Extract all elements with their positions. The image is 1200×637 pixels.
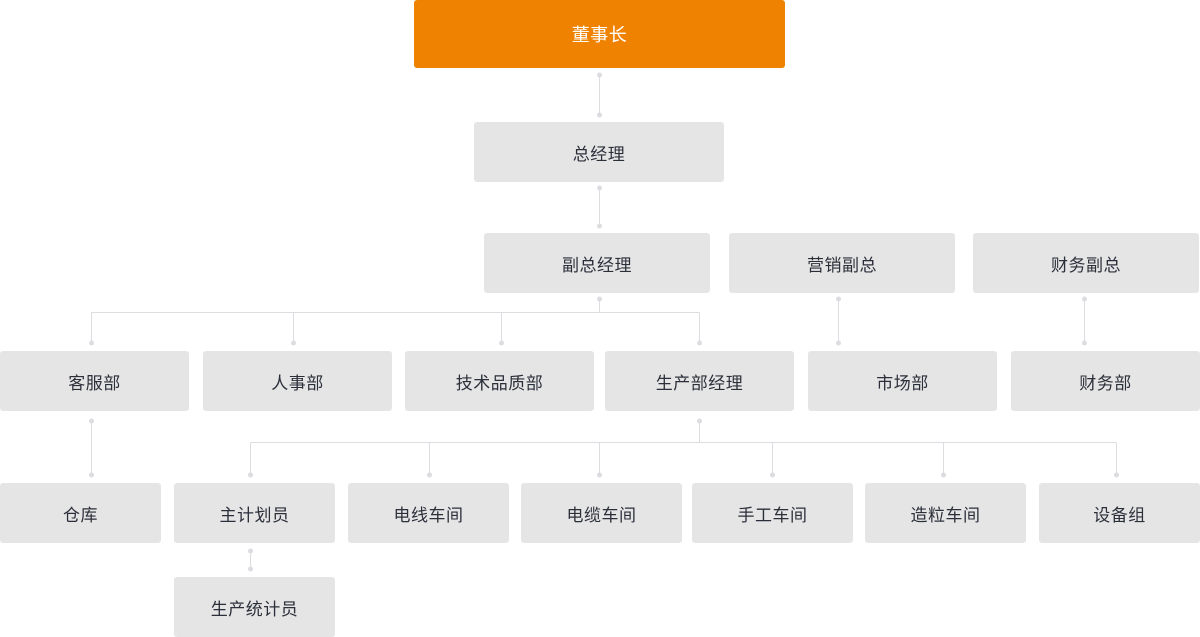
node-production-statistician: 生产统计员 <box>174 577 335 637</box>
node-label: 营销副总 <box>807 255 877 276</box>
node-label: 仓库 <box>63 505 98 526</box>
node-finance: 财务部 <box>1011 351 1200 411</box>
node-label: 设备组 <box>1093 505 1146 526</box>
node-label: 市场部 <box>876 373 929 394</box>
node-label: 电线车间 <box>393 505 464 526</box>
connector-chairman-gm <box>597 72 602 118</box>
node-label: 财务副总 <box>1051 255 1121 276</box>
node-label: 财务部 <box>1079 373 1132 394</box>
node-finance-vp: 财务副总 <box>973 233 1199 293</box>
node-general-manager: 总经理 <box>474 122 724 182</box>
node-customer-service: 客服部 <box>0 351 189 411</box>
node-label: 总经理 <box>572 144 626 165</box>
node-label: 造粒车间 <box>910 505 981 526</box>
node-master-planner: 主计划员 <box>174 483 335 543</box>
node-label: 人事部 <box>271 373 324 394</box>
node-tech-quality: 技术品质部 <box>405 351 594 411</box>
node-wire-workshop: 电线车间 <box>348 483 509 543</box>
node-label: 电缆车间 <box>566 505 637 526</box>
connector-deputy-departments <box>89 296 702 346</box>
node-label: 生产部经理 <box>655 373 744 394</box>
node-chairman: 董事长 <box>414 0 785 68</box>
node-manual-workshop: 手工车间 <box>692 483 853 543</box>
node-pelletizing-workshop: 造粒车间 <box>865 483 1026 543</box>
node-production-manager: 生产部经理 <box>605 351 794 411</box>
node-market: 市场部 <box>808 351 997 411</box>
node-warehouse: 仓库 <box>0 483 161 543</box>
connector-planner-statistician <box>248 548 253 572</box>
node-label: 技术品质部 <box>455 373 544 394</box>
node-label: 董事长 <box>571 25 628 46</box>
connector-customer-warehouse <box>89 418 94 478</box>
connector-production-workshops <box>248 418 1119 478</box>
node-deputy-general-manager: 副总经理 <box>484 233 710 293</box>
connector-financevp-finance <box>1082 296 1087 346</box>
node-label: 生产统计员 <box>210 599 299 620</box>
node-label: 客服部 <box>68 373 121 394</box>
connector-gm-deputy <box>597 185 602 229</box>
node-label: 副总经理 <box>562 255 632 276</box>
node-marketing-vp: 营销副总 <box>729 233 955 293</box>
connector-marketing-market <box>836 296 841 346</box>
node-hr: 人事部 <box>203 351 392 411</box>
node-cable-workshop: 电缆车间 <box>521 483 682 543</box>
node-label: 主计划员 <box>219 505 290 526</box>
node-label: 手工车间 <box>737 505 808 526</box>
node-equipment-group: 设备组 <box>1039 483 1200 543</box>
